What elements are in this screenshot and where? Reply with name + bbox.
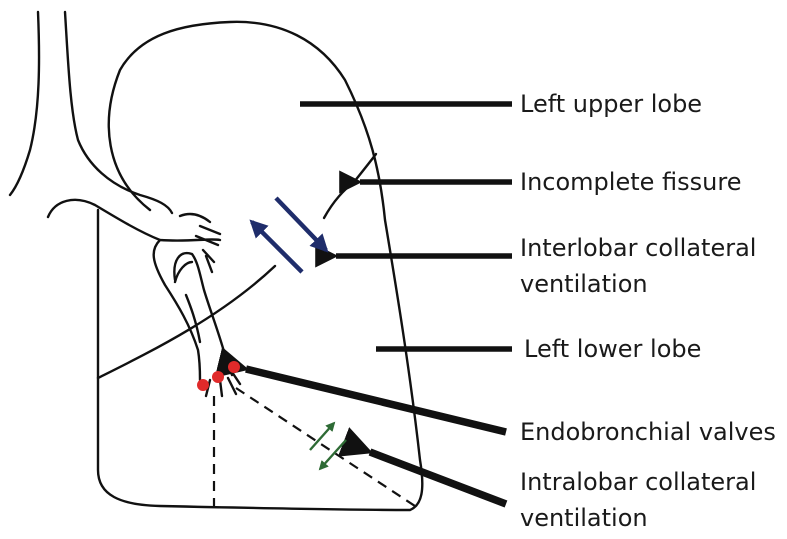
endobronchial-valve <box>212 371 224 383</box>
label-left-upper-lobe: Left upper lobe <box>520 88 702 120</box>
bronchus-inner-curve <box>175 262 192 282</box>
trachea-left-wall <box>10 12 39 195</box>
interlobar-arrow-up <box>252 222 302 272</box>
label-intralobar-collateral-line2: ventilation <box>520 502 648 534</box>
pointer-endobronchial-valves <box>246 369 506 432</box>
lung-outline <box>98 22 422 510</box>
label-endobronchial-valves: Endobronchial valves <box>520 416 776 448</box>
endobronchial-valve <box>228 361 240 373</box>
main-bronchus-lower-wall <box>48 200 220 241</box>
incomplete-fissure-line <box>324 154 376 218</box>
label-interlobar-collateral-line1: Interlobar collateral <box>520 232 756 264</box>
interlobar-arrow-down <box>276 198 326 250</box>
endobronchial-valve <box>197 379 209 391</box>
label-incomplete-fissure: Incomplete fissure <box>520 166 741 198</box>
trachea-right-wall <box>65 12 172 213</box>
label-left-lower-lobe: Left lower lobe <box>524 333 701 365</box>
intralobar-arrow-down <box>320 440 346 469</box>
pointer-intralobar-collateral <box>370 452 506 504</box>
label-intralobar-collateral-line1: Intralobar collateral <box>520 466 756 498</box>
label-interlobar-collateral-line2: ventilation <box>520 268 648 300</box>
bronchioles-upper <box>203 250 214 272</box>
